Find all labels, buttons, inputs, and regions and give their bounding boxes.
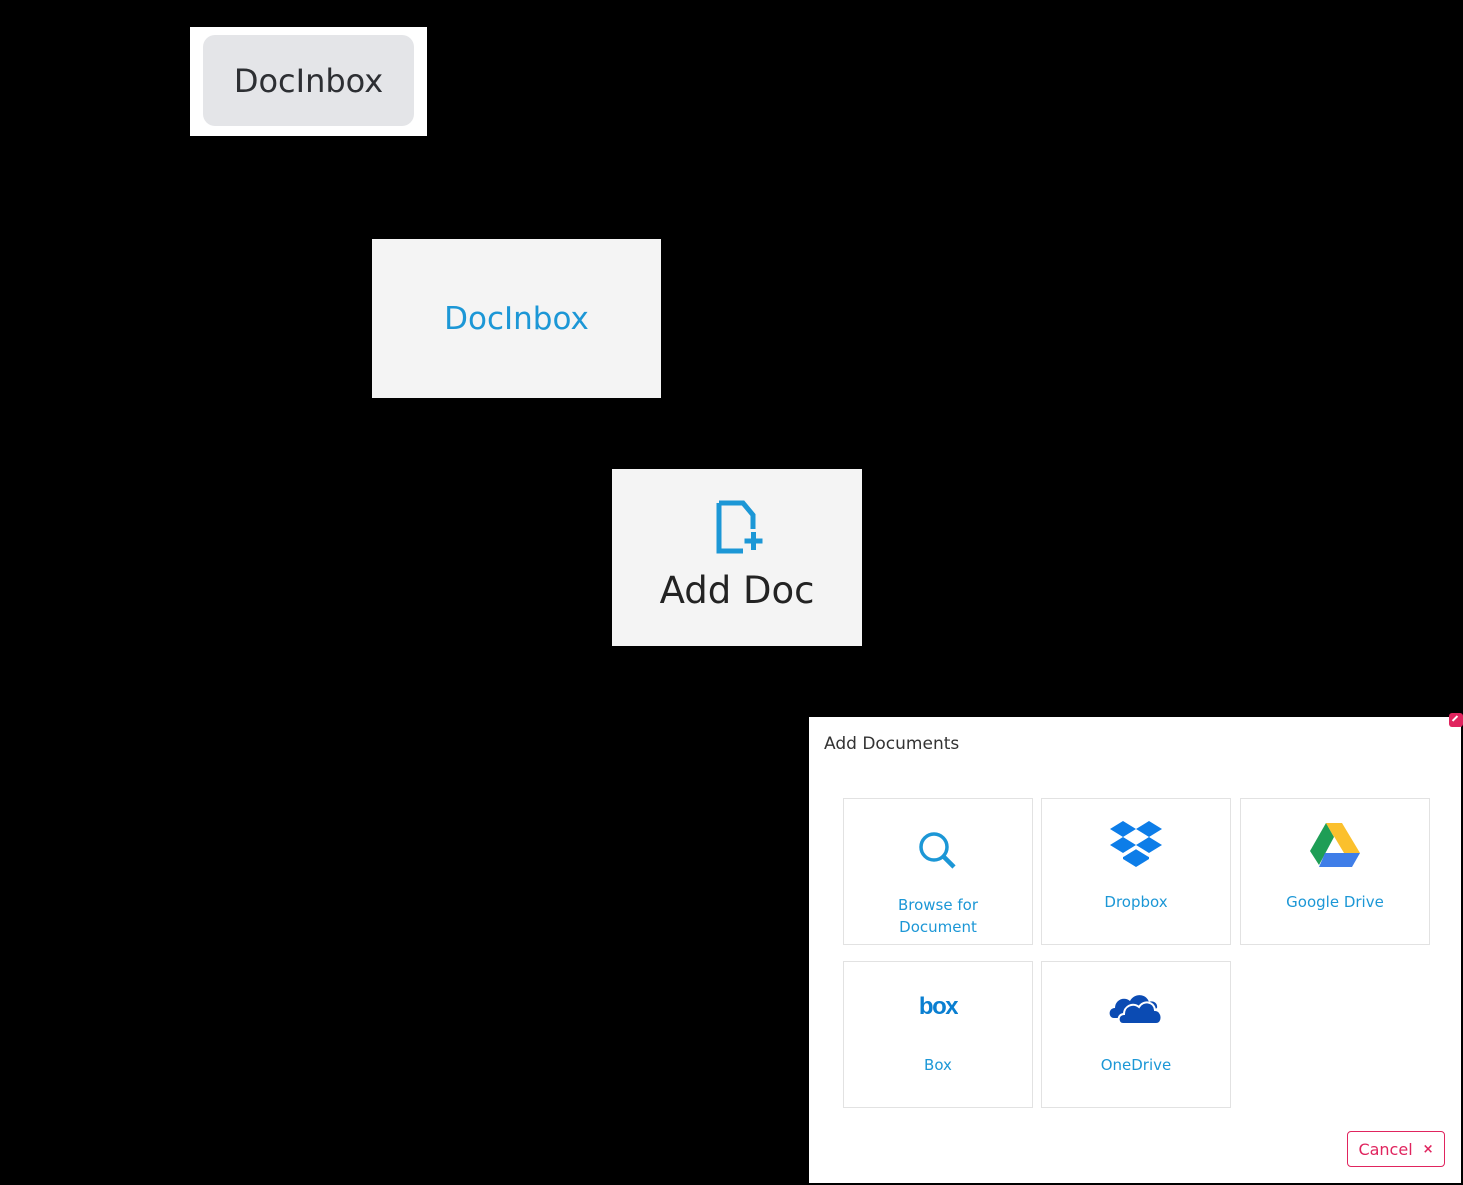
option-dropbox[interactable]: Dropbox: [1041, 798, 1231, 945]
option-browse-for-document[interactable]: Browse for Document: [843, 798, 1033, 945]
close-icon: ×: [1422, 1141, 1434, 1157]
google-drive-icon: [1241, 821, 1429, 869]
edit-corner-icon[interactable]: [1449, 713, 1463, 727]
docinbox-button-panel-gray: DocInbox: [190, 27, 427, 136]
cancel-button[interactable]: Cancel ×: [1347, 1131, 1445, 1167]
docinbox-link[interactable]: DocInbox: [444, 300, 589, 337]
option-google-drive[interactable]: Google Drive: [1240, 798, 1430, 945]
option-label: Box: [924, 1056, 952, 1074]
box-icon: box: [844, 995, 1032, 1019]
option-label: Dropbox: [1104, 893, 1168, 911]
dropbox-icon: [1042, 819, 1230, 869]
docinbox-button[interactable]: DocInbox: [203, 35, 414, 126]
add-doc-label: Add Doc: [659, 569, 815, 612]
option-onedrive[interactable]: OneDrive: [1041, 961, 1231, 1108]
add-documents-modal: Add Documents Browse for Document Dropbo…: [809, 713, 1463, 1183]
option-box[interactable]: box Box: [843, 961, 1033, 1108]
modal-title: Add Documents: [824, 734, 960, 754]
add-document-icon: [716, 500, 763, 554]
svg-text:box: box: [919, 995, 958, 1019]
add-doc-button[interactable]: Add Doc: [612, 469, 862, 646]
cancel-label: Cancel: [1358, 1139, 1413, 1159]
option-label: OneDrive: [1100, 1056, 1172, 1074]
search-icon: [844, 829, 1032, 873]
option-label: Google Drive: [1286, 893, 1384, 911]
onedrive-icon: [1042, 990, 1230, 1026]
docinbox-link-panel: DocInbox: [372, 239, 661, 398]
option-label: Browse for Document: [897, 896, 978, 936]
